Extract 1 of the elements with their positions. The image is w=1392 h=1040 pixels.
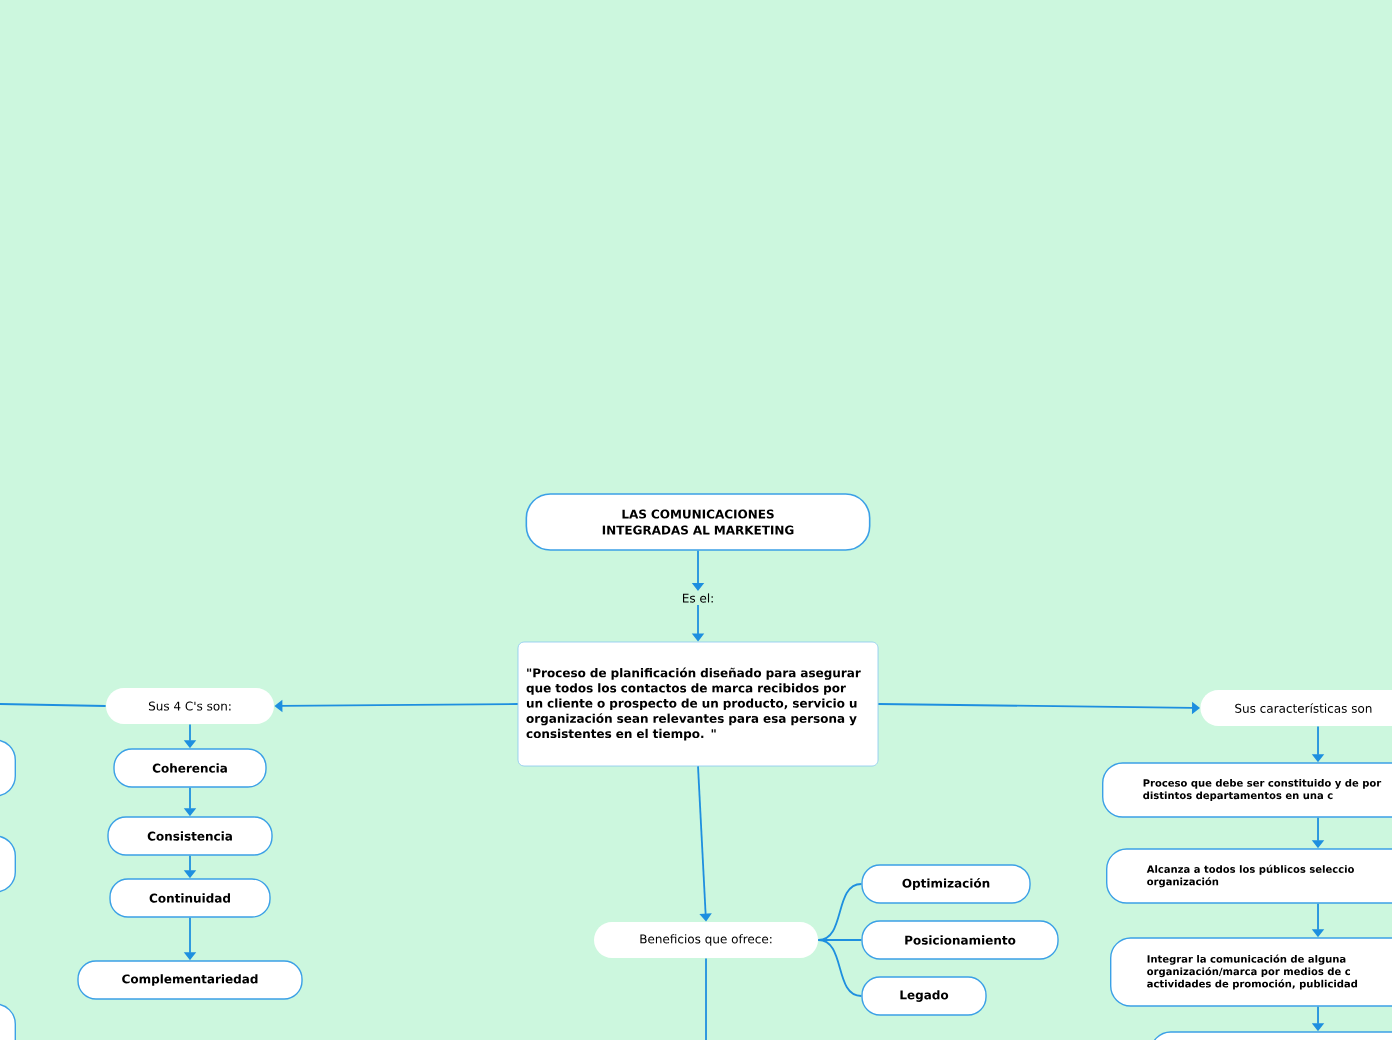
topic-box xyxy=(1150,1031,1392,1040)
